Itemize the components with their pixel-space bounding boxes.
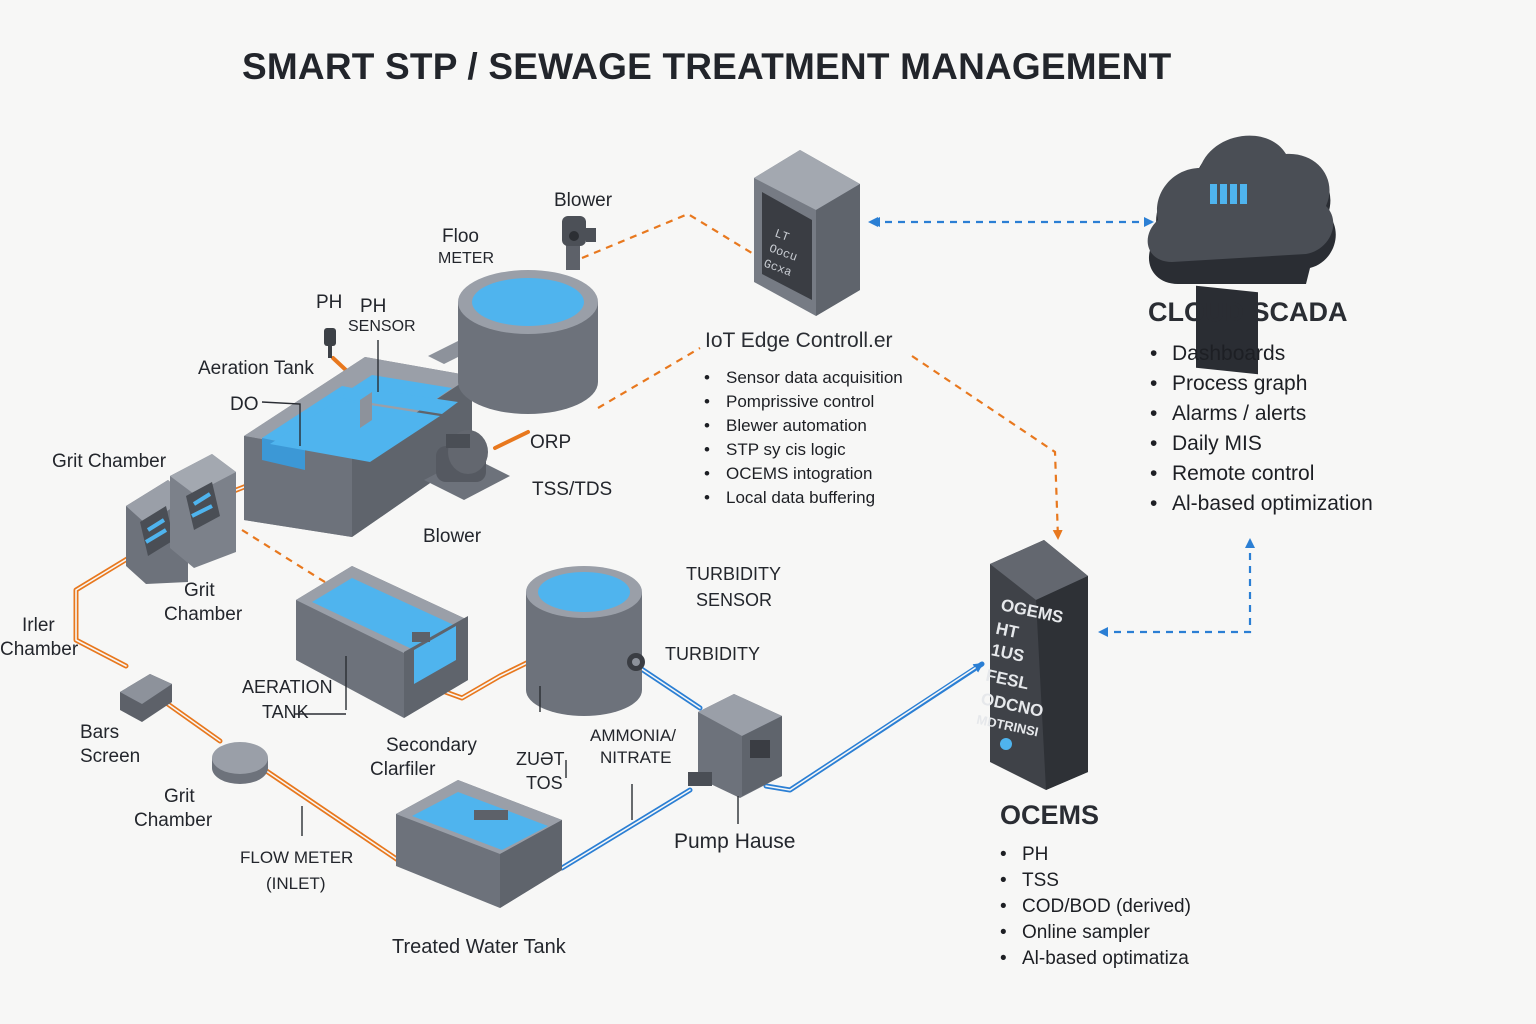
label-do: DO <box>230 394 259 415</box>
aeration-tank-lower <box>296 566 468 718</box>
ocems-status-icon <box>1000 738 1012 750</box>
aeration-tank-upper <box>244 357 472 537</box>
leader-lines <box>261 340 739 836</box>
iot-feature-item: STP sy cis logic <box>700 438 903 462</box>
link-iot-to-ocems <box>911 355 1063 540</box>
grit-chamber-disc <box>212 742 268 784</box>
ocems-feature-item: TSS <box>996 868 1191 894</box>
label-bars-screen-line2: Screen <box>80 746 141 767</box>
label-ammonia-line1: AMMONIA/ <box>590 726 676 745</box>
bars-screen-device <box>120 674 172 722</box>
iot-feature-item: Local data buffering <box>700 486 903 510</box>
pump-house <box>688 694 782 798</box>
label-treated-water-tank: Treated Water Tank <box>392 936 566 958</box>
cloud-scada-feature-list: Dashboards Process graph Alarms / alerts… <box>1146 339 1373 519</box>
secondary-clarifier <box>526 566 645 716</box>
link-cloud-ocems <box>1098 540 1252 637</box>
label-ph-sensor-line1: PH <box>360 296 387 317</box>
ocems-device-text-line: HT <box>994 619 1021 642</box>
iot-controller-feature-list: Sensor data acquisition Pomprissive cont… <box>700 366 903 510</box>
iot-controller-title: IoT Edge Controll.er <box>705 329 893 352</box>
iot-feature-item: OCEMS intogration <box>700 462 903 486</box>
pipe-pump-to-ocems <box>763 661 985 793</box>
ph-probe <box>324 328 336 358</box>
label-grit-chamber-bottom-line1: Grit <box>164 786 195 807</box>
label-flow-meter-line2: METER <box>438 250 494 267</box>
page-title: SMART STP / SEWAGE TREATMENT MANAGEMENT <box>242 46 1172 87</box>
cloud-feature-item: Daily MIS <box>1146 429 1373 459</box>
iot-feature-item: Sensor data acquisition <box>700 366 903 390</box>
label-grit-chamber-top: Grit Chamber <box>52 451 167 472</box>
label-blower-bottom: Blower <box>423 526 482 547</box>
ocems-title: OCEMS <box>1000 800 1100 830</box>
ocems-feature-item: Al-based optimatiza <box>996 946 1191 972</box>
link-grit-to-aeration2 <box>241 529 329 585</box>
label-turbidity: TURBIDITY <box>665 644 761 664</box>
label-pump-house: Pump Hause <box>674 830 796 853</box>
label-flow-meter-line1: Floo <box>442 226 479 247</box>
label-ph: PH <box>316 292 343 313</box>
ocems-feature-item: PH <box>996 842 1191 868</box>
label-aeration-tank-2-line1: AERATION <box>242 677 333 697</box>
cloud-feature-item: Dashboards <box>1146 339 1373 369</box>
label-tss-tds: TSS/TDS <box>532 479 613 500</box>
label-zuot-line1: ZUƏT <box>516 749 565 769</box>
label-aeration-tank-2-line2: TANK <box>262 702 309 722</box>
link-tank-to-iot <box>597 347 701 409</box>
iot-feature-item: Pomprissive control <box>700 390 903 414</box>
label-aeration-tank: Aeration Tank <box>198 358 314 379</box>
dashed-links <box>241 212 1252 637</box>
label-inlet-chamber-line1: Irler <box>22 615 55 636</box>
cloud-feature-item: Al-based optimization <box>1146 489 1373 519</box>
blower-device-top <box>562 216 596 270</box>
label-turbidity-sensor-line2: SENSOR <box>696 590 773 610</box>
round-tank-water <box>472 278 584 326</box>
aeration-water-right <box>352 375 452 402</box>
label-blower-top: Blower <box>554 190 613 211</box>
iot-feature-item: Blewer automation <box>700 414 903 438</box>
cloud-feature-item: Alarms / alerts <box>1146 399 1373 429</box>
iot-edge-controller-device <box>754 150 860 316</box>
label-secondary-clarifier-line1: Secondary <box>386 735 477 756</box>
cloud-feature-item: Remote control <box>1146 459 1373 489</box>
cloud-feature-item: Process graph <box>1146 369 1373 399</box>
label-bars-screen-line1: Bars <box>80 722 120 743</box>
ocems-feature-item: Online sampler <box>996 920 1191 946</box>
pipe-orp <box>493 430 530 450</box>
treated-water-tank <box>396 780 562 908</box>
label-ammonia-line2: NITRATE <box>600 748 672 767</box>
ocems-device <box>990 540 1088 790</box>
cloud-screen-bars <box>1210 184 1247 204</box>
blue-pipes <box>559 661 985 871</box>
iot-device-text-line: LT <box>773 227 791 245</box>
label-turbidity-sensor-line1: TURBIDITY <box>686 564 782 584</box>
grit-chamber-twin <box>126 454 236 584</box>
label-grit-chamber-mid-line2: Chamber <box>164 604 243 625</box>
ocems-feature-list: PH TSS COD/BOD (derived) Online sampler … <box>996 842 1191 972</box>
ocems-feature-item: COD/BOD (derived) <box>996 894 1191 920</box>
label-grit-chamber-bottom-line2: Chamber <box>134 810 213 831</box>
label-secondary-clarifier-line2: Clarfiler <box>370 759 436 780</box>
blower-device-bottom <box>424 430 510 500</box>
link-blower-to-iot <box>581 212 761 260</box>
cloud-scada-title: CLOUD SCADA <box>1148 297 1348 327</box>
label-flow-meter-inlet-line2: (INLET) <box>266 874 326 893</box>
label-orp: ORP <box>530 432 572 453</box>
label-ph-sensor-line2: SENSOR <box>348 318 416 335</box>
label-inlet-chamber-line2: Chamber <box>0 639 79 660</box>
round-tank-upper <box>458 270 598 414</box>
label-zuot-line2: TOS <box>526 773 563 793</box>
orange-pipes <box>73 356 548 863</box>
label-flow-meter-inlet-line1: FLOW METER <box>240 848 354 867</box>
label-grit-chamber-mid-line1: Grit <box>184 580 215 601</box>
